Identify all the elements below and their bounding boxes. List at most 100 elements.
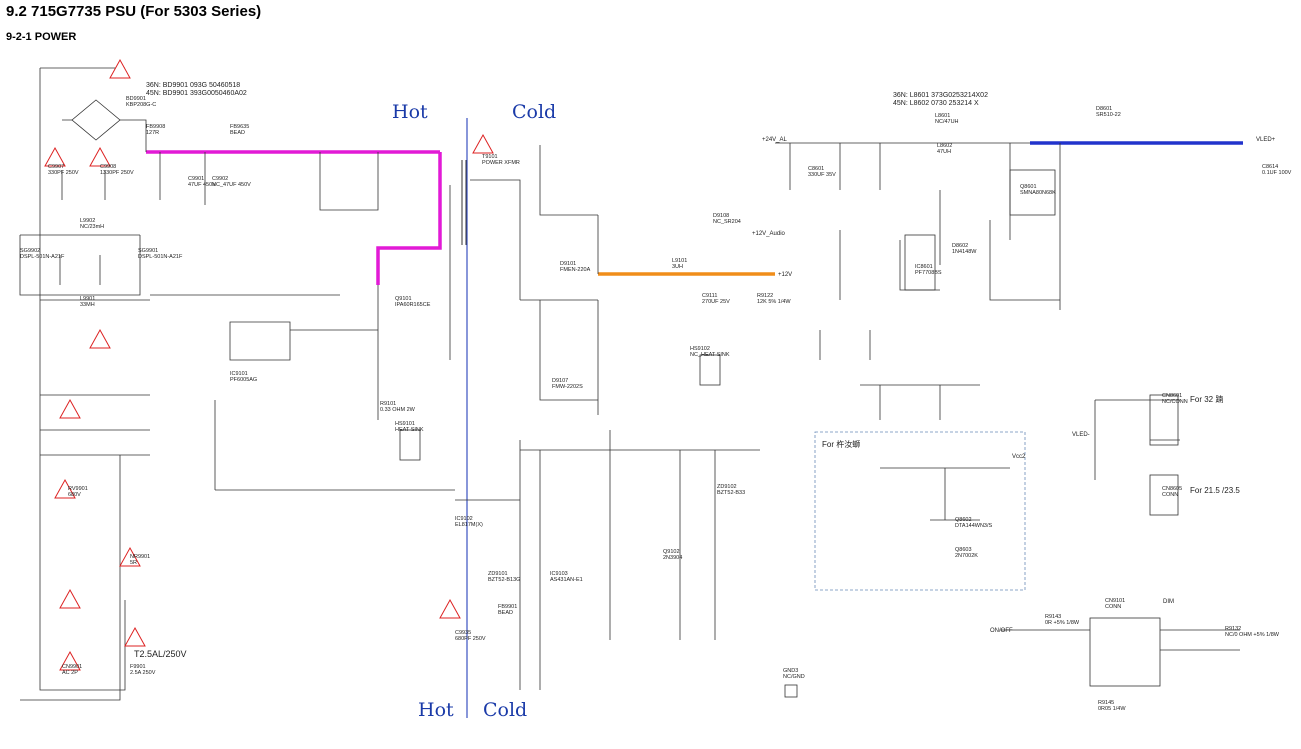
part-ref: FB9908: [146, 124, 165, 130]
part-value: 270UF 25V: [702, 299, 730, 305]
part-value: AS431AN-E1: [550, 577, 583, 583]
part-value: 330PF 250V: [48, 170, 79, 176]
part-value: NC/CONN: [1162, 399, 1188, 405]
page-title: 9.2 715G7735 PSU (For 5303 Series): [6, 3, 262, 20]
part-ref: R9122: [757, 293, 773, 299]
note-bd-45n: 45N: BD9901 393G0050460A02: [146, 90, 247, 97]
part-ref: D8602: [952, 243, 968, 249]
page-subtitle: 9-2-1 POWER: [6, 31, 77, 43]
part-value: IPA60R165CE: [395, 302, 431, 308]
part-value: CONN: [1105, 604, 1121, 610]
note-bd-36n: 36N: BD9901 093G 50460518: [146, 82, 240, 89]
part-ref: C8614: [1262, 164, 1278, 170]
part-ref: C9111: [702, 293, 717, 299]
part-value: 47UH: [937, 149, 951, 155]
part-value: NC_SR204: [713, 219, 741, 225]
part-ref: CN9901: [62, 664, 82, 670]
part-ref: IC9101: [230, 371, 248, 377]
part-ref: SG9901: [138, 248, 158, 254]
part-ref: Q8603: [955, 547, 972, 553]
part-value: PF7708BS: [915, 270, 942, 276]
part-ref: Q9101: [395, 296, 412, 302]
part-value: 680PF 250V: [455, 636, 486, 642]
part-ref: RV9901: [68, 486, 88, 492]
part-value: 1330PF 250V: [100, 170, 134, 176]
part-value: NC_HEAT SINK: [690, 352, 730, 358]
part-ref: NR9901: [130, 554, 150, 560]
part-value: 0.33 OHM 2W: [380, 407, 416, 413]
part-value: DSPL-501N-A21F: [138, 254, 183, 260]
rail-onoff: ON/OFF: [990, 628, 1013, 634]
part-ref: C9901: [188, 176, 204, 182]
part-value: AC 2P: [62, 670, 78, 676]
part-value: FMW-2202S: [552, 384, 583, 390]
rail-vled-plus: VLED+: [1256, 137, 1276, 143]
part-ref: Q8602: [955, 517, 972, 523]
part-value: 127R: [146, 130, 159, 136]
part-value: CONN: [1162, 492, 1178, 498]
note-for-32: For 32 𨂾: [1190, 395, 1223, 404]
part-ref: Q8601: [1020, 184, 1037, 190]
part-ref: D9108: [713, 213, 729, 219]
part-ref: R9132: [1225, 626, 1241, 632]
part-value: NC/0 OHM +5% 1/8W: [1225, 632, 1280, 638]
part-ref: D9107: [552, 378, 568, 384]
part-value: 12K 5% 1/4W: [757, 299, 791, 305]
part-value: 47UF 450V: [188, 182, 216, 188]
note-l-45n: 45N: L8602 0730 253214 X: [893, 100, 979, 107]
part-value: NC_47UF 450V: [212, 182, 251, 188]
part-ref: T9101: [482, 154, 498, 160]
zone-label-hot-top: Hot: [392, 101, 428, 123]
part-ref: F9901: [130, 664, 146, 670]
part-ref: CN9101: [1105, 598, 1125, 604]
part-value: 0.1UF 100V: [1262, 170, 1292, 176]
part-value: BZT52-B33: [717, 490, 745, 496]
part-value: 2N7002K: [955, 553, 978, 559]
part-ref: L8601: [935, 113, 950, 119]
part-value: 1N4148W: [952, 249, 977, 255]
part-ref: FB9901: [498, 604, 517, 610]
part-value: 680V: [68, 492, 81, 498]
part-ref: CN8605: [1162, 486, 1182, 492]
note-l-36n: 36N: L8601 373G0253214X02: [893, 92, 988, 99]
rail-24v-al: +24V_AL: [762, 137, 788, 143]
part-ref: C8601: [808, 166, 824, 172]
part-value: 5R: [130, 560, 137, 566]
rail-vled-minus: VLED-: [1072, 432, 1090, 438]
part-ref: FB9635: [230, 124, 249, 130]
part-ref: IC9103: [550, 571, 568, 577]
part-ref: C9902: [212, 176, 228, 182]
part-ref: CN8601: [1162, 393, 1182, 399]
part-value: EL817M(X): [455, 522, 483, 528]
part-value: NC/47UH: [935, 119, 959, 125]
part-ref: R9145: [1098, 700, 1114, 706]
part-ref: ZD9102: [717, 484, 737, 490]
rail-dim: DIM: [1163, 599, 1174, 605]
rail-12v: +12V: [778, 272, 792, 278]
